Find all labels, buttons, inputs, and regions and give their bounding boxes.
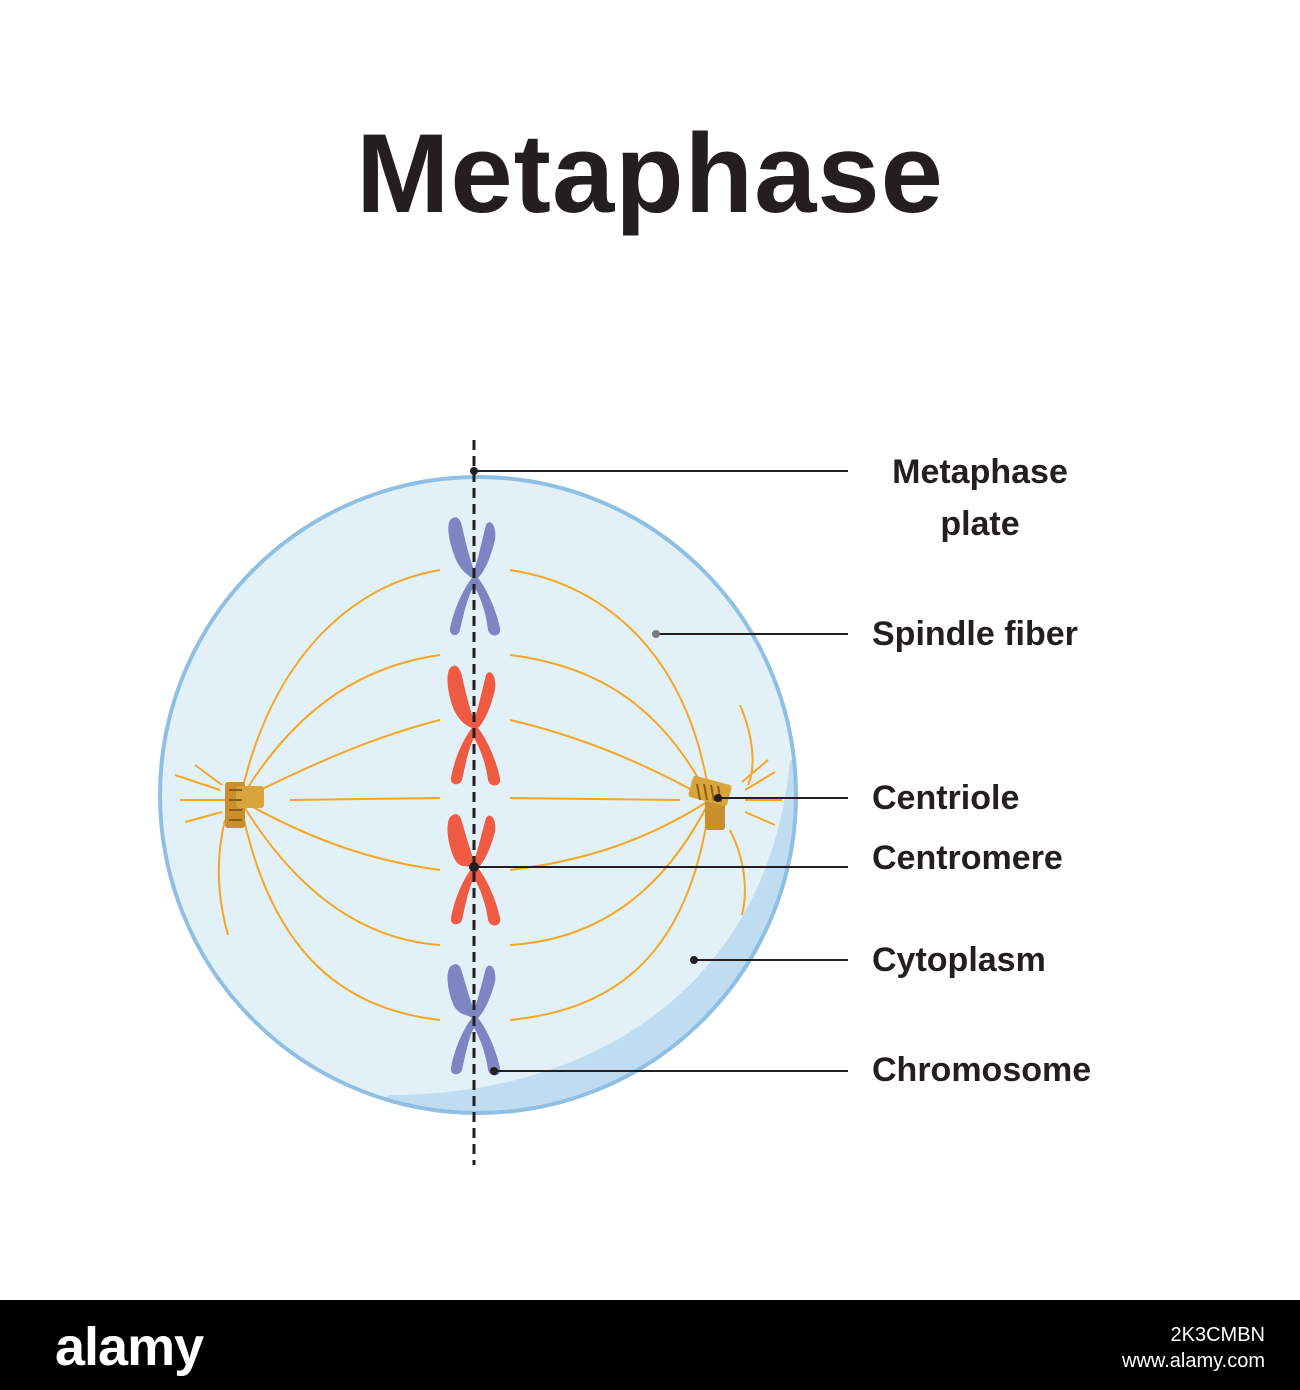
spindle-fiber <box>509 797 681 801</box>
spindle-fiber <box>289 797 441 801</box>
metaphase-diagram <box>158 440 848 1165</box>
footer-bar: alamy 2K3CMBN www.alamy.com <box>0 1300 1300 1390</box>
footer-image-id: 2K3CMBN <box>1170 1324 1265 1346</box>
footer-logo: alamy <box>55 1317 204 1377</box>
spindle-fiber <box>509 799 711 946</box>
label-centriole: Centriole <box>872 779 1020 817</box>
label-chromosome: Chromosome <box>872 1051 1092 1089</box>
dot-cytoplasm <box>690 956 698 964</box>
astral-ray <box>194 764 223 786</box>
astral-ray <box>739 704 754 786</box>
spindle-fiber <box>239 799 441 1021</box>
centriole-left <box>225 782 264 828</box>
spindle-fiber <box>509 654 711 801</box>
dot-chromosome <box>490 1067 498 1075</box>
cell <box>158 475 798 1115</box>
label-metaphase-plate: Metaphase plate <box>860 446 1100 550</box>
page-title: Metaphase <box>356 111 944 236</box>
cell-membrane <box>158 475 798 1115</box>
spindle-fiber <box>239 799 441 946</box>
dot-centromere <box>469 862 479 872</box>
astral-ray <box>174 774 221 791</box>
spindle-fiber <box>509 569 711 801</box>
label-spindle-fiber: Spindle fiber <box>872 615 1078 653</box>
spindle-fiber <box>239 719 441 801</box>
astral-ray <box>744 811 776 826</box>
spindle-fibers <box>174 569 782 1021</box>
footer-url: www.alamy.com <box>1122 1350 1265 1372</box>
leader-lines <box>474 470 848 1072</box>
spindle-fiber <box>509 799 711 1021</box>
dot-centriole <box>714 794 722 802</box>
astral-ray <box>184 811 223 823</box>
spindle-fiber <box>239 799 441 871</box>
dot-metaphase-plate <box>470 467 478 475</box>
leader-dots <box>469 467 722 1075</box>
astral-ray <box>741 759 769 783</box>
dot-spindle-fiber <box>652 630 660 638</box>
label-metaphase-plate-line1: Metaphase <box>892 453 1068 491</box>
spindle-fiber <box>239 569 441 801</box>
label-centromere: Centromere <box>872 839 1063 877</box>
label-metaphase-plate-line2: plate <box>940 505 1020 543</box>
spindle-fiber <box>509 719 711 801</box>
spindle-fiber <box>239 654 441 801</box>
astral-ray <box>729 829 746 916</box>
chromosome-red-upper <box>447 665 501 786</box>
footer-image-info: 2K3CMBN www.alamy.com <box>1122 1322 1265 1374</box>
astral-ray <box>217 819 229 936</box>
astral-ray <box>744 771 776 791</box>
label-cytoplasm: Cytoplasm <box>872 941 1046 979</box>
